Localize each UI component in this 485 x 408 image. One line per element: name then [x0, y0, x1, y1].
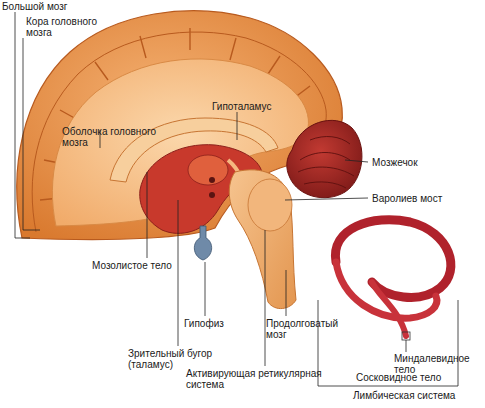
part-label: Варолиев мост	[372, 193, 462, 204]
part-label: Кора головного мозга	[26, 16, 106, 38]
part-label: Мозолистое тело	[92, 260, 202, 271]
part-label: Мозжечок	[372, 157, 452, 168]
part-label: Активирующая ретикулярная система	[186, 368, 346, 390]
part-label: Гипоталамус	[212, 101, 292, 112]
part-label: Продолговатый мозг	[266, 318, 346, 340]
part-label: Большой мозг	[2, 1, 92, 12]
part-label: Гипофиз	[184, 318, 244, 329]
part-label: Миндалевидное тело	[394, 353, 474, 375]
part-label: Сосковидное тело	[356, 372, 466, 383]
part-label: Лимбическая система	[353, 390, 473, 401]
part-label: Оболочка головного мозга	[62, 126, 162, 148]
part-label: Зрительный бугор (таламус)	[128, 348, 228, 370]
